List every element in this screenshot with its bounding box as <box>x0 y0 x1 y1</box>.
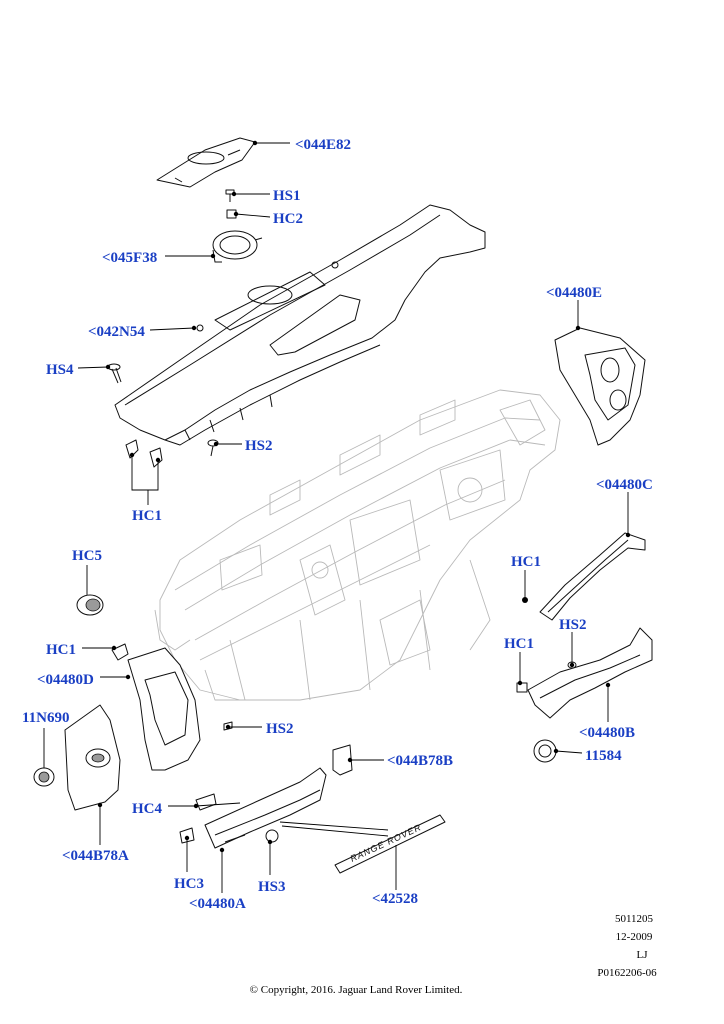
part-lower-knee-trim[interactable] <box>179 767 327 849</box>
callout-hs1[interactable]: HS1 <box>273 188 301 204</box>
callout-04480D[interactable]: <04480D <box>37 672 94 688</box>
part-bolt-hs4[interactable] <box>107 363 122 384</box>
callout-labels: <044E82 HS1 HC2 <045F38 <042N54 HS4 HS2 … <box>22 137 653 912</box>
callout-hc3[interactable]: HC3 <box>174 876 204 892</box>
copyright-notice: © Copyright, 2016. Jaguar Land Rover Lim… <box>250 984 463 996</box>
part-cap-hc5[interactable] <box>76 594 104 616</box>
meta-line-3: LJ <box>637 949 649 961</box>
callout-hc1-top[interactable]: HC1 <box>132 508 162 524</box>
part-speaker-grille-panel[interactable] <box>156 137 256 188</box>
callout-044E82[interactable]: <044E82 <box>295 137 351 153</box>
part-right-long-trim[interactable] <box>522 532 646 621</box>
callout-hs2-right[interactable]: HS2 <box>559 617 587 633</box>
callout-hs2-mid[interactable]: HS2 <box>266 721 294 737</box>
callout-04480B[interactable]: <04480B <box>579 725 635 741</box>
part-range-rover-badge[interactable]: RANGE ROVER <box>334 814 446 874</box>
callout-044B78A[interactable]: <044B78A <box>62 848 129 864</box>
callout-04480A[interactable]: <04480A <box>189 896 246 912</box>
meta-line-1: 5011205 <box>615 913 654 925</box>
callout-hs4[interactable]: HS4 <box>46 362 74 378</box>
callout-042N54[interactable]: <042N54 <box>88 324 145 340</box>
callout-hc1-right-a[interactable]: HC1 <box>511 554 541 570</box>
part-speaker-bracket-ring[interactable] <box>212 230 263 263</box>
callout-04480E[interactable]: <04480E <box>546 285 602 301</box>
callout-hs2-top[interactable]: HS2 <box>245 438 273 454</box>
part-round-switch[interactable] <box>533 739 557 763</box>
drawing-meta: 5011205 12-2009 LJ P0162206-06 <box>597 913 657 979</box>
callout-045F38[interactable]: <045F38 <box>102 250 157 266</box>
part-right-lower-trim[interactable] <box>516 627 653 719</box>
callout-hc5[interactable]: HC5 <box>72 548 102 564</box>
part-small-bracket[interactable] <box>332 744 353 776</box>
callout-hc1-left[interactable]: HC1 <box>46 642 76 658</box>
callout-42528[interactable]: <42528 <box>372 891 418 907</box>
callout-04480C[interactable]: <04480C <box>596 477 653 493</box>
callout-hc1-right-b[interactable]: HC1 <box>504 636 534 652</box>
callout-hs3[interactable]: HS3 <box>258 879 286 895</box>
callout-hc2[interactable]: HC2 <box>273 211 303 227</box>
part-clips-hc1-top[interactable] <box>125 439 163 468</box>
leader-lines <box>43 140 631 893</box>
part-screw-hs1[interactable] <box>225 189 235 202</box>
callout-044B78B[interactable]: <044B78B <box>387 753 453 769</box>
meta-line-4: P0162206-06 <box>597 967 657 979</box>
part-left-vent-trim[interactable] <box>111 643 233 771</box>
callout-11584[interactable]: 11584 <box>585 748 622 764</box>
part-right-vent-trim[interactable] <box>554 327 646 446</box>
part-dashboard-top-panel[interactable] <box>114 204 486 446</box>
callout-hc4[interactable]: HC4 <box>132 801 163 817</box>
callout-11N690[interactable]: 11N690 <box>22 710 70 726</box>
dashboard-frame-ghost <box>154 389 561 701</box>
meta-line-2: 12-2009 <box>616 931 653 943</box>
